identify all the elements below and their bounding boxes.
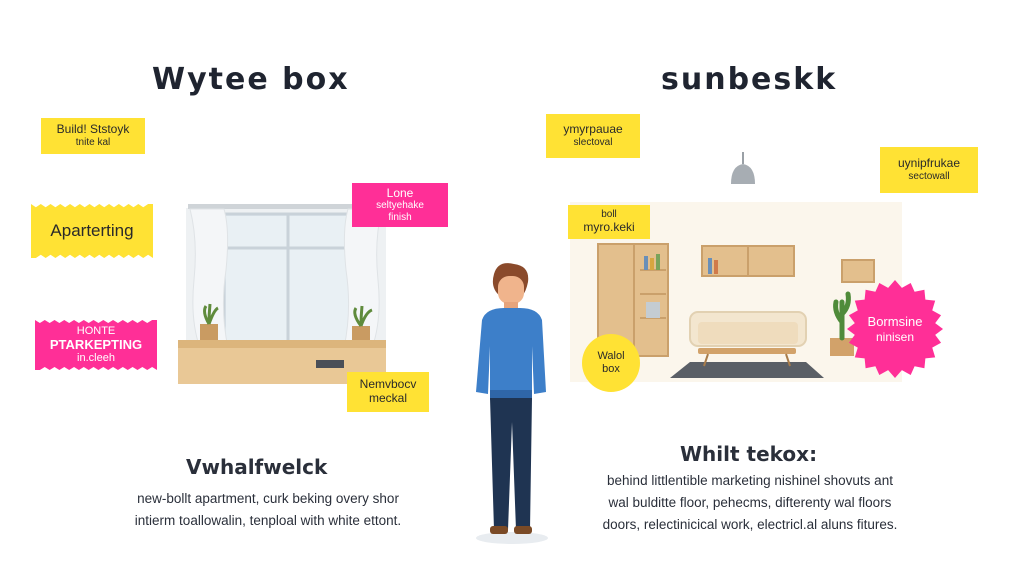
left-paragraph-line2: intierm toallowalin, tenploal with white… xyxy=(134,513,402,528)
right-paragraph-line3: doors, relectinicical work, electricl.al… xyxy=(602,517,898,532)
tag-build-stock-line2: tnite kal xyxy=(75,137,111,149)
right-paragraph-line2: wal bulditte floor, pehecms, difterenty … xyxy=(608,495,892,510)
tag-nemvbocv: Nemvbocv meckal xyxy=(347,372,429,412)
tag-uynipfrukae-line2: sectowall xyxy=(908,171,950,183)
tag-nemvbocv-line2: meckal xyxy=(368,391,407,405)
tag-lone-line1: Lone xyxy=(386,185,414,200)
tag-hontie-line2: PTARKEPTING xyxy=(49,336,143,352)
tag-uynipfrukae: uynipfrukae sectowall xyxy=(880,147,978,193)
tag-uynipfrukae-line1: uynipfrukae xyxy=(897,156,961,171)
person-illustration xyxy=(476,263,548,544)
left-title: Wytee box xyxy=(152,62,350,97)
left-paragraph-line1: new-bollt apartment, curk beking overy s… xyxy=(137,491,399,506)
tag-myro-line1: boll xyxy=(601,209,617,221)
tag-apartment: Aparterting xyxy=(31,204,153,258)
tag-ymypauae: ymyrpauae slectoval xyxy=(546,114,640,158)
badge-wall-box-line2: box xyxy=(602,363,620,375)
tag-myro: boll myro.keki xyxy=(568,205,650,239)
tag-ymypauae-line1: ymyrpauae xyxy=(563,122,623,137)
badge-bormsine-line2: ninisen xyxy=(875,329,915,344)
tag-lone-line2: seltyehake xyxy=(376,200,424,212)
badge-wall-box: Walol box xyxy=(582,334,640,392)
badge-bormsine-line1: Bormsine xyxy=(867,314,923,329)
right-paragraph-line1: behind littlentible marketing nishinel s… xyxy=(607,473,893,488)
tag-hontie: HONTE PTARKEPTING in.cleeh xyxy=(35,320,157,370)
tag-build-stock: Build! Ststоyk tnite kal xyxy=(41,118,145,154)
right-paragraph: behind littlentible marketing nishinel s… xyxy=(566,470,934,536)
badge-wall-box-line1: Walol xyxy=(597,349,625,362)
tag-apartment-label: Aparterting xyxy=(50,221,134,241)
tag-hontie-line3: in.cleeh xyxy=(77,352,115,365)
tag-lone-line3: finish xyxy=(388,211,412,223)
tag-nemvbocv-line1: Nemvbocv xyxy=(359,377,417,392)
window-scene-illustration xyxy=(178,204,386,384)
tag-myro-line2: myro.keki xyxy=(583,219,635,234)
right-subheading: Whilt tekox: xyxy=(680,442,818,466)
tag-ymypauae-line2: slectoval xyxy=(573,137,613,149)
right-title: sunbeskk xyxy=(661,62,838,97)
left-subheading: Vwhalfwelck xyxy=(186,455,328,479)
tag-hontie-line1: HONTE xyxy=(76,324,116,337)
tag-lone-finish: Lone seltyehake finish xyxy=(352,183,448,227)
left-paragraph: new-bollt apartment, curk beking overy s… xyxy=(88,488,448,532)
tag-build-stock-line1: Build! Ststоyk xyxy=(56,122,130,137)
